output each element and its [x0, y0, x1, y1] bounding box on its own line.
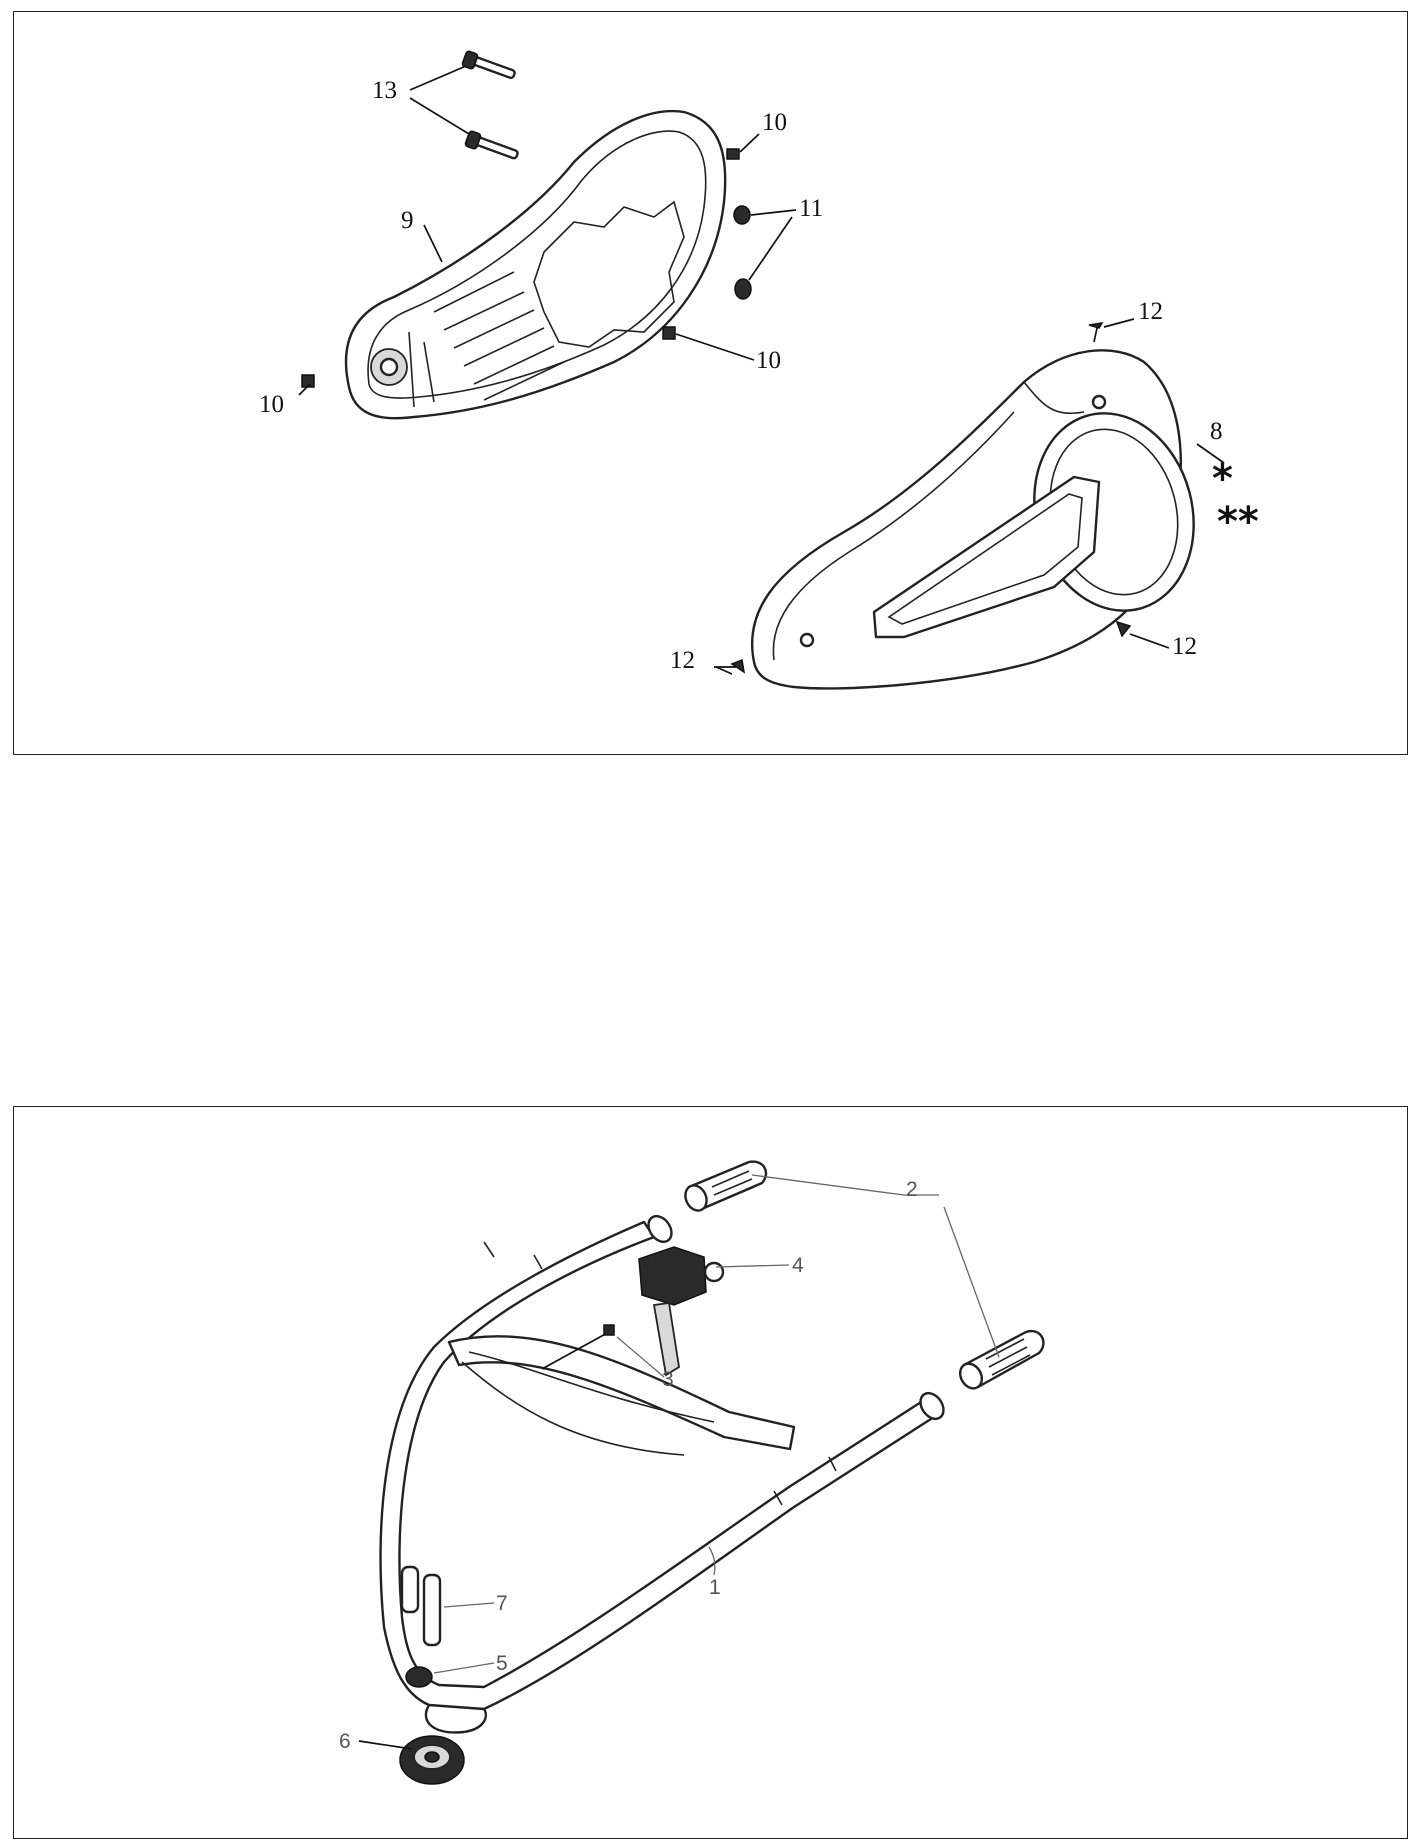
callout-9: 9: [401, 207, 414, 234]
leader-1: [708, 1546, 716, 1576]
leader-12-bottom-left: [715, 666, 733, 675]
callout-4: 4: [792, 1254, 804, 1277]
grip-2-lower: [958, 1329, 1045, 1390]
bolt-13-upper: [461, 50, 516, 80]
top-exploded-view-panel: 13 10 11 9 10 10 12 8 12 12 * **: [13, 11, 1408, 755]
leader-10-upper: [739, 133, 760, 153]
tube-7: [400, 1565, 442, 1647]
callout-11: 11: [799, 195, 824, 222]
callout-10-upper: 10: [762, 109, 787, 136]
leader-5: [433, 1662, 495, 1674]
callout-7: 7: [496, 1592, 508, 1615]
callout-12-bottom-right: 12: [1172, 633, 1197, 660]
leader-6: [358, 1740, 413, 1750]
leader-2: [751, 1174, 1000, 1358]
leader-10-left: [298, 383, 311, 396]
callout-1: 1: [709, 1576, 721, 1599]
callout-12-bottom-left: 12: [670, 647, 695, 674]
callout-2: 2: [906, 1178, 918, 1201]
nut-11-upper: [733, 205, 751, 225]
nut-11-lower: [734, 278, 752, 300]
callout-13: 13: [372, 77, 397, 104]
clip-10-right: [662, 326, 676, 340]
leader-4: [715, 1264, 790, 1268]
marker-single-asterisk: *: [1212, 456, 1233, 502]
leader-7: [443, 1602, 495, 1608]
callout-12-top: 12: [1138, 298, 1163, 325]
leader-11: [748, 209, 797, 281]
chain-cover-outer-8: [750, 349, 1195, 690]
callout-6: 6: [339, 1730, 351, 1753]
leader-13: [409, 65, 470, 135]
callout-5: 5: [496, 1652, 508, 1675]
screw-12-top: [1088, 322, 1104, 343]
shifter-4: [638, 1246, 725, 1377]
leader-12-bottom-right: [1129, 633, 1170, 649]
grip-2-upper: [684, 1160, 768, 1212]
end-cap-6: [399, 1735, 465, 1785]
chain-cover-inner-9: [344, 109, 727, 420]
bolt-13-lower: [464, 130, 519, 160]
callout-10-right: 10: [756, 347, 781, 374]
marker-double-asterisk: **: [1217, 499, 1259, 545]
leader-12-top: [1103, 318, 1135, 328]
cable-3: [541, 1324, 615, 1370]
top-exploded-view-drawing: [298, 50, 1225, 690]
callout-10-left: 10: [259, 391, 284, 418]
screw-12-bottom-left: [714, 658, 746, 674]
leader-8: [1196, 443, 1225, 464]
callout-3: 3: [662, 1368, 674, 1391]
leader-9: [423, 224, 443, 263]
handlebar-frame-1: [379, 1214, 945, 1734]
leader-3: [616, 1336, 665, 1378]
callout-8: 8: [1210, 418, 1223, 445]
bottom-exploded-view-panel: 2 4 3 1 7 5 6: [13, 1106, 1408, 1839]
clip-10-upper: [726, 148, 740, 160]
bushing-5: [405, 1666, 433, 1688]
bottom-exploded-view-drawing: [358, 1160, 1045, 1785]
screw-12-bottom-right: [1115, 620, 1132, 638]
leader-10-right: [675, 333, 755, 361]
